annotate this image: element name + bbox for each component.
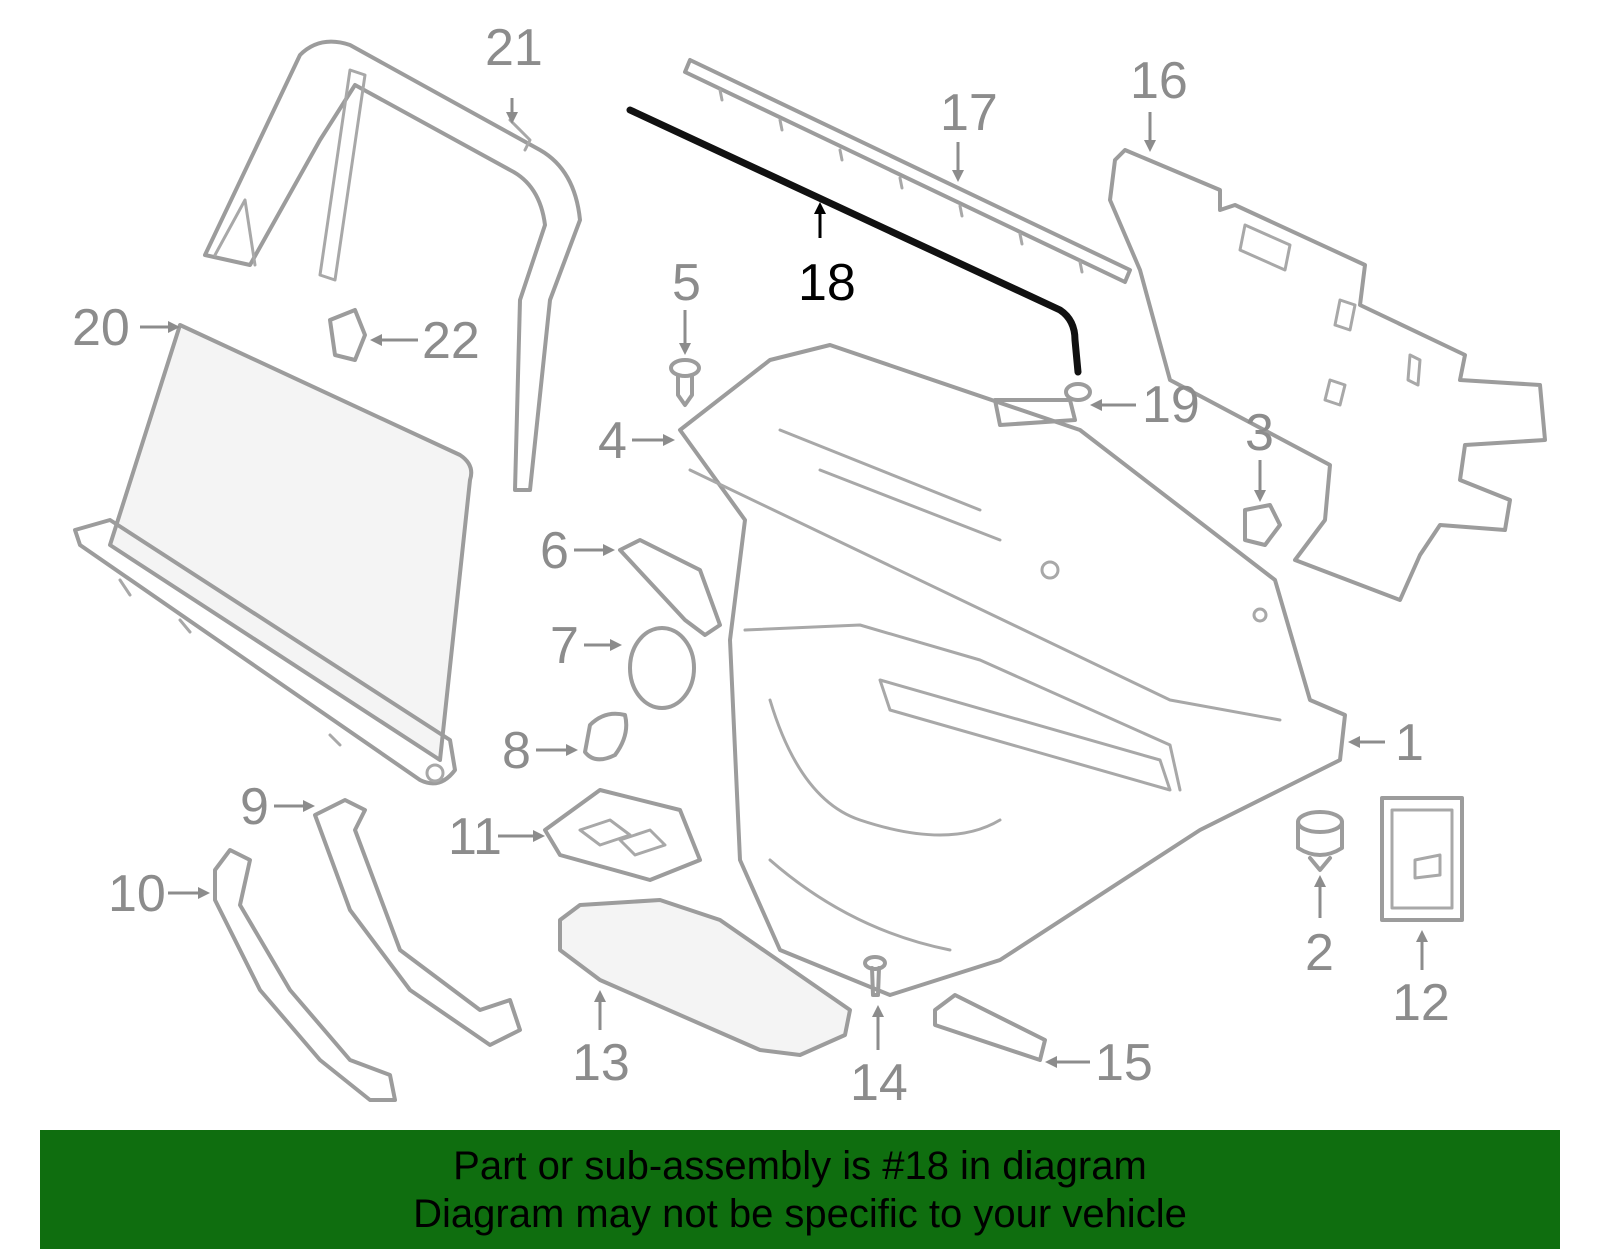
callout-13: 13 bbox=[572, 1034, 630, 1092]
part-9-handle-carrier bbox=[313, 798, 522, 1047]
part-6-speaker-cover bbox=[618, 538, 722, 637]
part-13-map-pocket bbox=[558, 898, 852, 1057]
part-17-trim-strip bbox=[683, 58, 1132, 284]
part-2-expansion-clip bbox=[1296, 810, 1344, 872]
part-12-switch-module bbox=[1380, 796, 1464, 922]
callout-20: 20 bbox=[72, 299, 130, 357]
part-19-connector bbox=[993, 382, 1092, 427]
callout-labels: 21 16 17 18 20 22 5 19 4 3 6 7 8 1 9 11 … bbox=[72, 19, 1450, 1112]
callout-4: 4 bbox=[598, 412, 627, 470]
callout-10: 10 bbox=[108, 865, 166, 923]
part-20-sunshade bbox=[73, 323, 474, 786]
callout-9: 9 bbox=[240, 778, 269, 836]
callout-12: 12 bbox=[1392, 974, 1450, 1032]
part-8-bezel bbox=[583, 711, 629, 762]
callout-18: 18 bbox=[798, 254, 856, 312]
part-18-weatherstrip bbox=[626, 106, 1082, 376]
callout-5: 5 bbox=[672, 254, 701, 312]
part-15-courtesy-light bbox=[933, 993, 1047, 1062]
callout-21: 21 bbox=[485, 19, 543, 77]
part-16-insulation-panel bbox=[1108, 148, 1547, 602]
part-10-handle-trim bbox=[213, 848, 397, 1102]
callout-3: 3 bbox=[1245, 404, 1274, 462]
info-banner: Part or sub-assembly is #18 in diagram D… bbox=[40, 1130, 1560, 1249]
part-14-screw bbox=[863, 955, 887, 997]
callout-16: 16 bbox=[1130, 52, 1188, 110]
part-7-speaker-ring bbox=[628, 626, 696, 710]
callout-7: 7 bbox=[550, 617, 579, 675]
callout-15: 15 bbox=[1095, 1034, 1153, 1092]
callout-19: 19 bbox=[1142, 376, 1200, 434]
part-1-door-trim-panel bbox=[678, 343, 1347, 997]
part-21-window-frame bbox=[203, 39, 582, 492]
callout-arrows bbox=[140, 98, 1428, 1068]
callout-22: 22 bbox=[422, 312, 480, 370]
callout-8: 8 bbox=[502, 722, 531, 780]
part-22-clip bbox=[328, 308, 367, 362]
part-5-screw bbox=[669, 358, 701, 407]
banner-line-disclaimer: Diagram may not be specific to your vehi… bbox=[413, 1192, 1187, 1236]
callout-6: 6 bbox=[540, 522, 569, 580]
callout-1: 1 bbox=[1395, 714, 1424, 772]
callout-11: 11 bbox=[448, 808, 502, 866]
callout-14: 14 bbox=[850, 1054, 908, 1112]
banner-line-part-number: Part or sub-assembly is #18 in diagram bbox=[453, 1144, 1147, 1188]
part-3-clip bbox=[1243, 503, 1282, 547]
callout-17: 17 bbox=[940, 84, 998, 142]
part-11-switch-housing bbox=[543, 788, 702, 882]
callout-2: 2 bbox=[1305, 924, 1334, 982]
